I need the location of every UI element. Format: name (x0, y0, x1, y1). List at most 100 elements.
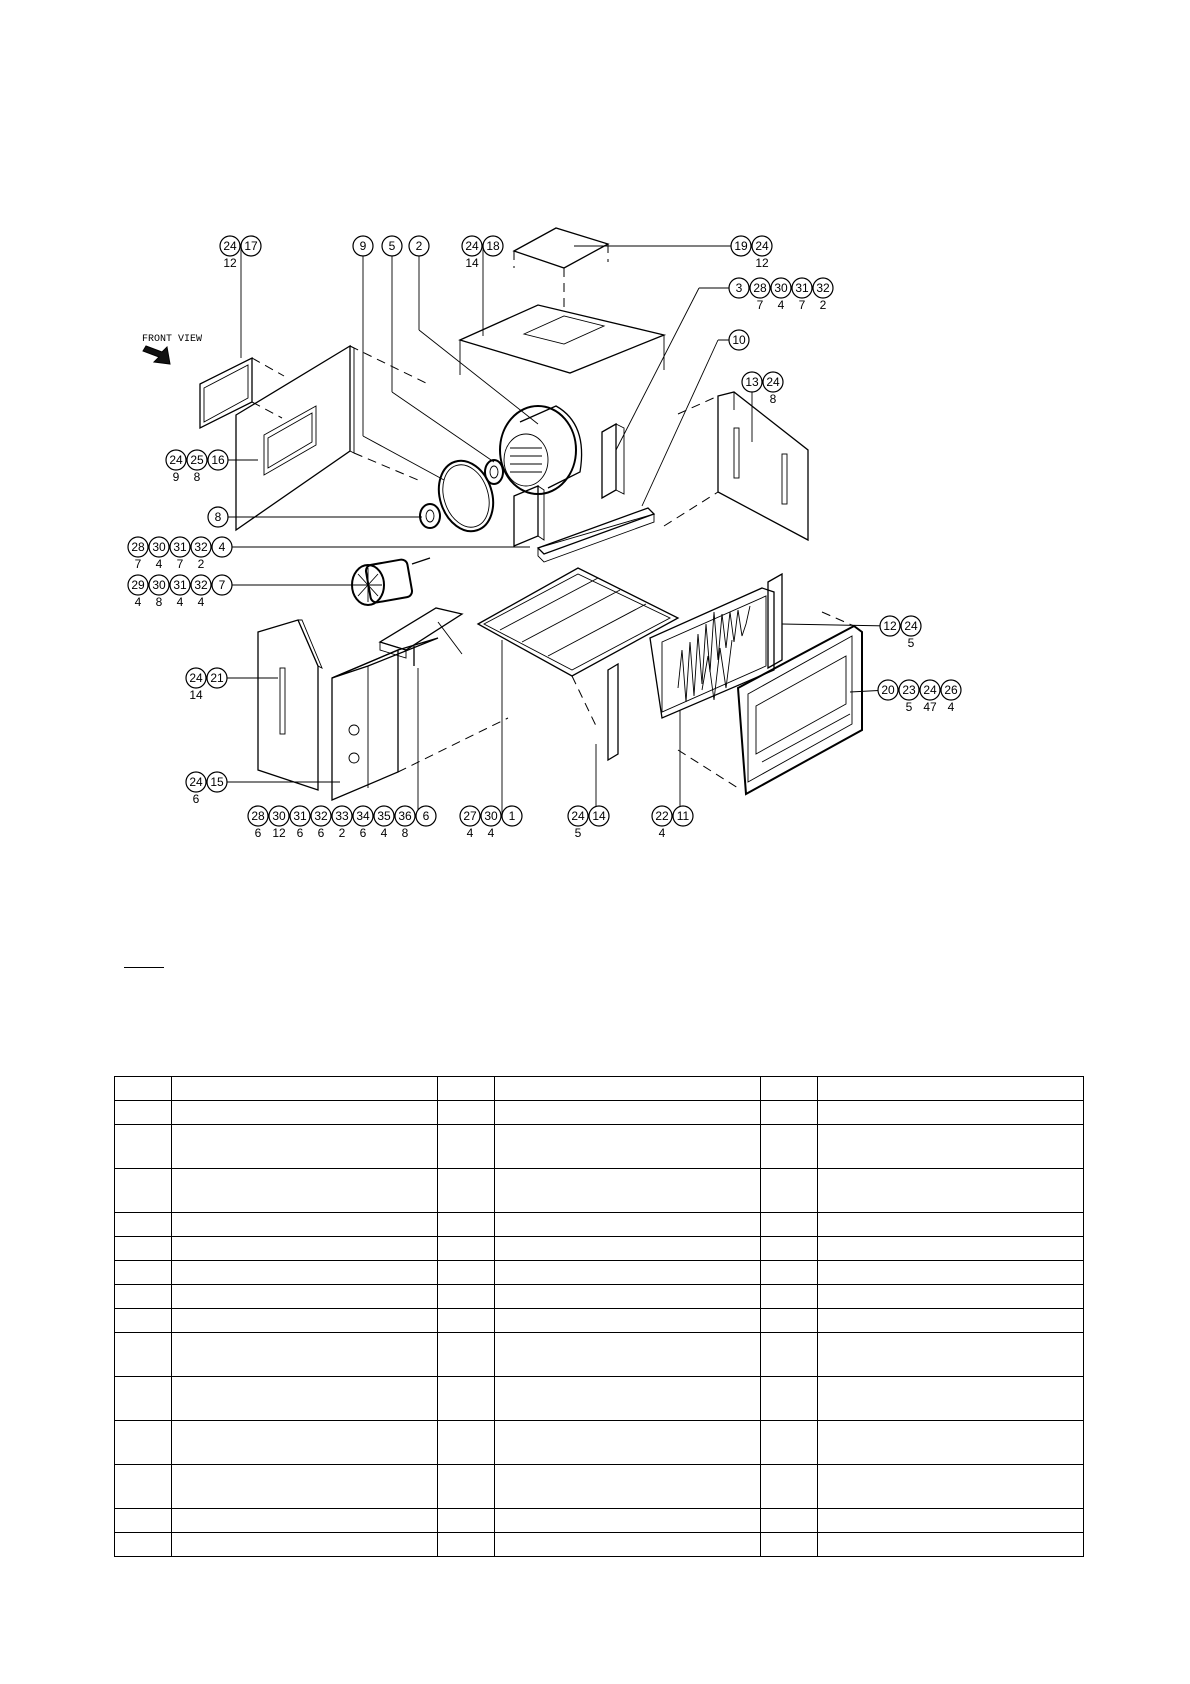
callout-bubble (206, 667, 228, 689)
callout-part-number: 28 (131, 540, 145, 554)
part-description-cell (494, 1260, 761, 1285)
part-no-cell (760, 1100, 818, 1125)
part-description-cell (171, 1260, 438, 1285)
callout-part-number: 2 (416, 239, 423, 253)
callout-bubble (219, 235, 241, 257)
callout-bubble (127, 574, 149, 596)
part-description-cell (171, 1284, 438, 1309)
callout-bubble (461, 235, 483, 257)
callout-part-number: 18 (486, 239, 500, 253)
coil-end-plate-right (767, 572, 783, 670)
callout-bubble (211, 536, 233, 558)
table-row (114, 1332, 1084, 1377)
callout-part-number: 27 (463, 809, 477, 823)
part-description-cell (817, 1532, 1084, 1557)
callout-bubble (148, 536, 170, 558)
callout-c2: 9 (352, 235, 374, 257)
callout-part-number: 20 (881, 683, 895, 697)
part-description-cell (494, 1332, 761, 1377)
table-row (114, 1212, 1084, 1237)
part-no-cell (437, 1076, 495, 1101)
callout-bubble (310, 805, 332, 827)
callout-bubble (482, 235, 504, 257)
callout-quantity: 6 (255, 826, 262, 840)
support-channel (536, 507, 656, 563)
part-description-cell (494, 1212, 761, 1237)
callout-bubble (730, 235, 752, 257)
callout-quantity: 12 (272, 826, 286, 840)
callout-part-number: 32 (816, 281, 830, 295)
part-no-cell (114, 1212, 172, 1237)
callout-part-number: 23 (902, 683, 916, 697)
part-no-cell (760, 1236, 818, 1261)
part-description-cell (171, 1308, 438, 1333)
callout-part-number: 32 (194, 540, 208, 554)
callout-c8: 10 (728, 329, 750, 351)
part-description-cell (494, 1508, 761, 1533)
callout-bubble (352, 805, 374, 827)
part-no-cell (760, 1284, 818, 1309)
callout-part-number: 28 (753, 281, 767, 295)
callout-part-number: 31 (173, 540, 187, 554)
callout-bubble (567, 805, 589, 827)
part-description-cell (494, 1284, 761, 1309)
callout-bubble (352, 235, 374, 257)
part-description-cell (171, 1532, 438, 1557)
part-description-cell (494, 1308, 761, 1333)
callout-part-number: 24 (571, 809, 585, 823)
callout-bubble (186, 449, 208, 471)
part-description-cell (817, 1464, 1084, 1509)
callout-bubble (791, 277, 813, 299)
callout-part-number: 21 (210, 671, 224, 685)
callout-quantity: 47 (923, 700, 937, 714)
part-no-cell (437, 1124, 495, 1169)
callout-part-number: 24 (904, 619, 918, 633)
callout-bubble (900, 615, 922, 637)
coil-end-plate-left (607, 662, 619, 762)
part-description-cell (171, 1236, 438, 1261)
callout-bubble (672, 805, 694, 827)
return-flange (199, 356, 285, 430)
part-no-cell (760, 1076, 818, 1101)
part-no-cell (760, 1464, 818, 1509)
part-description-cell (494, 1076, 761, 1101)
callout-part-number: 4 (219, 540, 226, 554)
callout-bubble (480, 805, 502, 827)
callout-bubble (247, 805, 269, 827)
part-no-cell (760, 1532, 818, 1557)
part-no-cell (437, 1464, 495, 1509)
callout-bubble (728, 329, 750, 351)
callout-bubble (394, 805, 416, 827)
callout-quantity: 5 (908, 636, 915, 650)
part-no-cell (760, 1420, 818, 1465)
part-no-cell (760, 1260, 818, 1285)
part-no-cell (114, 1124, 172, 1169)
callout-quantity: 5 (906, 700, 913, 714)
callout-bubble (373, 805, 395, 827)
part-no-cell (114, 1260, 172, 1285)
callout-bubble (169, 536, 191, 558)
table-row (114, 1284, 1084, 1309)
callout-bubble (381, 235, 403, 257)
part-no-cell (437, 1420, 495, 1465)
callout-bubble (749, 277, 771, 299)
callout-part-number: 17 (244, 239, 258, 253)
callout-bubble (898, 679, 920, 701)
callout-bubble (185, 771, 207, 793)
callout-part-number: 35 (377, 809, 391, 823)
callout-part-number: 15 (210, 775, 224, 789)
blower-housing (499, 405, 583, 495)
blower-bracket (601, 422, 625, 500)
front-view-arrow (142, 345, 171, 365)
part-description-cell (817, 1376, 1084, 1421)
